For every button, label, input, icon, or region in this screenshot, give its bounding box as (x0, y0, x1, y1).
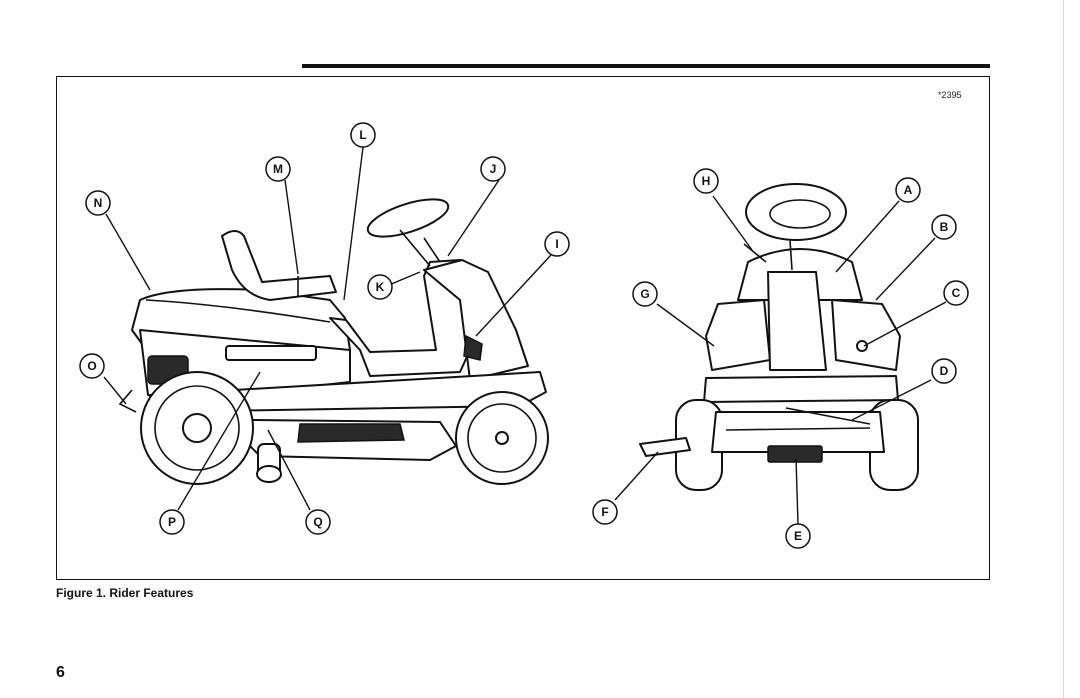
callout-Q: Q (305, 509, 331, 535)
svg-text:A: A (904, 183, 913, 197)
callout-O: O (79, 353, 105, 379)
header-rule (302, 64, 990, 68)
callout-A: A (895, 177, 921, 203)
callout-B: B (931, 214, 957, 240)
svg-text:N: N (94, 196, 103, 210)
figure-frame (56, 76, 990, 580)
callout-G: G (632, 281, 658, 307)
svg-text:D: D (940, 364, 949, 378)
svg-text:O: O (87, 359, 96, 373)
callout-J: J (480, 156, 506, 182)
callout-C: C (943, 280, 969, 306)
svg-text:C: C (952, 286, 961, 300)
svg-text:P: P (168, 515, 176, 529)
callout-P: P (159, 509, 185, 535)
callout-N: N (85, 190, 111, 216)
page-number: 6 (56, 664, 65, 681)
figure-caption: Figure 1. Rider Features (56, 586, 194, 600)
svg-text:E: E (794, 529, 802, 543)
svg-text:G: G (640, 287, 649, 301)
figure-code: *2395 (938, 90, 962, 100)
callout-L: L (350, 122, 376, 148)
svg-text:J: J (490, 162, 497, 176)
svg-text:I: I (555, 237, 558, 251)
callout-I: I (544, 231, 570, 257)
callout-H: H (693, 168, 719, 194)
svg-text:H: H (702, 174, 711, 188)
callout-F: F (592, 499, 618, 525)
callout-M: M (265, 156, 291, 182)
svg-text:F: F (601, 505, 608, 519)
svg-text:B: B (940, 220, 949, 234)
callout-K: K (367, 274, 393, 300)
svg-text:M: M (273, 162, 283, 176)
callout-E: E (785, 523, 811, 549)
leader-lines (103, 146, 947, 525)
svg-text:Q: Q (313, 515, 322, 529)
rider-front-view (639, 183, 919, 491)
svg-text:L: L (359, 128, 366, 142)
callout-D: D (931, 358, 957, 384)
page-edge (1063, 0, 1064, 698)
svg-text:K: K (376, 280, 385, 294)
rider-side-view (118, 198, 549, 485)
